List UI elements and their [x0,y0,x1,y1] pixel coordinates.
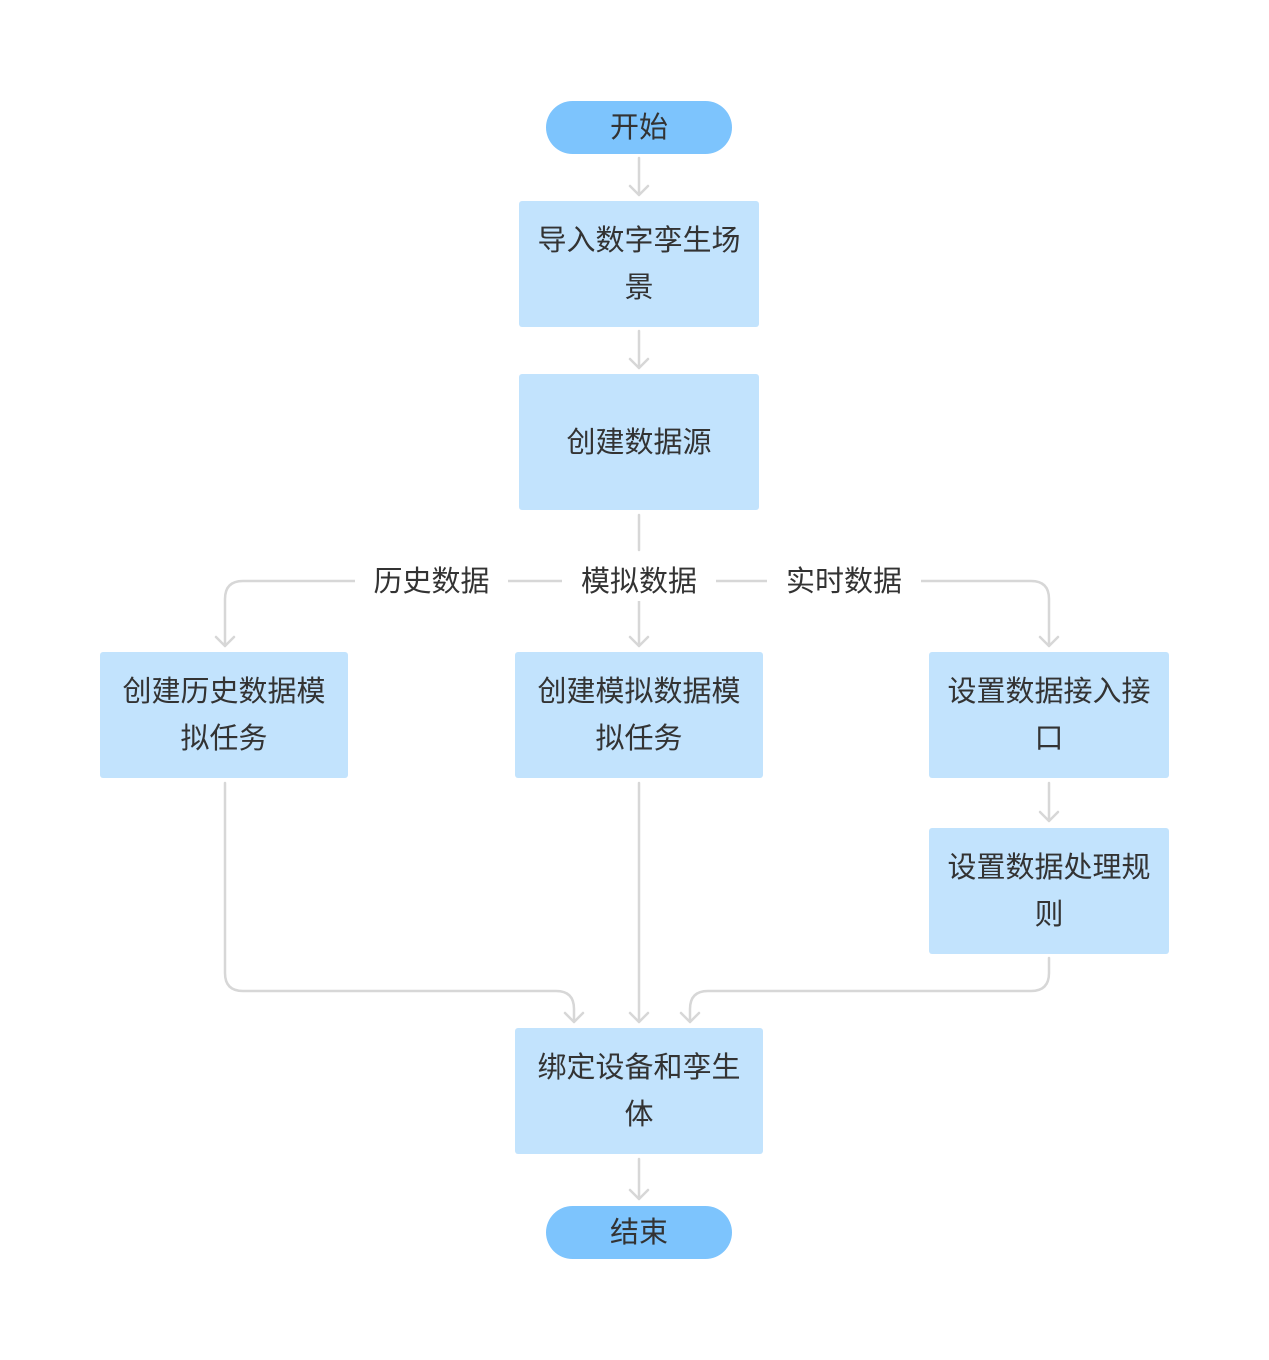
history-task-node[interactable]: 创建历史数据模拟任务 [100,652,348,778]
create-datasource-node[interactable]: 创建数据源 [519,374,759,510]
edge-simulated-task-to-bind-devices [628,781,650,1024]
simulated-task-node[interactable]: 创建模拟数据模拟任务 [515,652,763,778]
edge-label-history: 历史数据 [355,561,508,601]
create-datasource-node-label: 创建数据源 [566,424,712,459]
edge-label-realtime: 实时数据 [767,561,921,601]
edge-import-scene-to-create-datasource [628,329,650,370]
edge-label-simulated: 模拟数据 [562,561,716,601]
processing-rules-node[interactable]: 设置数据处理规则 [929,828,1169,954]
start-node[interactable]: 开始 [546,101,732,154]
edge-start-to-import-scene [628,156,650,197]
end-node-label: 结束 [609,1215,668,1249]
bind-devices-node[interactable]: 绑定设备和孪生体 [515,1028,763,1154]
edge-branch-to-history-task [214,579,641,648]
edge-branch-to-access-interface [637,579,1060,648]
edge-processing-rules-to-bind-devices [679,956,1051,1024]
edge-access-interface-to-processing-rules [1038,781,1060,823]
start-node-label: 开始 [609,110,668,144]
end-node[interactable]: 结束 [546,1206,732,1259]
edge-history-task-to-bind-devices [223,781,585,1024]
import-scene-node-label: 导入数字孪生场景 [537,223,741,304]
access-interface-node-label: 设置数据接入接口 [947,674,1151,755]
edge-bind-devices-to-end [628,1157,650,1201]
processing-rules-node-label: 设置数据处理规则 [947,850,1151,931]
bind-devices-node-label: 绑定设备和孪生体 [537,1050,741,1131]
access-interface-node[interactable]: 设置数据接入接口 [929,652,1169,778]
import-scene-node[interactable]: 导入数字孪生场景 [519,201,759,327]
history-task-node-label: 创建历史数据模拟任务 [122,674,326,755]
simulated-task-node-label: 创建模拟数据模拟任务 [537,674,741,755]
